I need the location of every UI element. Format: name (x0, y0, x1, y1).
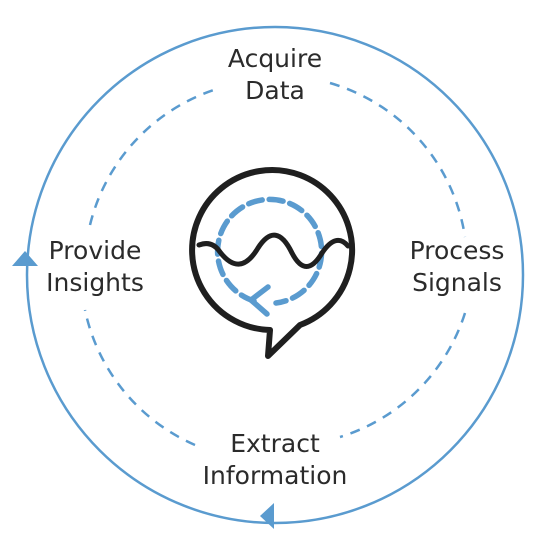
stage-label-line: Data (245, 76, 305, 105)
speech-bubble-waveform-cycle-icon (189, 167, 356, 359)
stage-label-line: Insights (46, 268, 144, 297)
inner-dashed-arc-bottom-left (83, 309, 196, 447)
stage-label-extract-information: Extract Information (160, 428, 390, 492)
stage-label-line: Provide (48, 236, 142, 265)
inner-dashed-cycle-arc (214, 196, 325, 306)
stage-label-acquire-data: Acquire Data (175, 43, 375, 107)
stage-label-line: Process (409, 236, 505, 265)
inner-cycle-arrowhead-icon (248, 284, 271, 317)
inner-dashed-arc-bottom-right (339, 312, 467, 439)
stage-label-provide-insights: Provide Insights (20, 235, 170, 299)
outer-cycle-ring (25, 25, 525, 525)
waveform-line (196, 232, 351, 269)
stage-label-process-signals: Process Signals (382, 235, 532, 299)
inner-dashed-arc-top-right (329, 81, 467, 238)
stage-label-line: Signals (412, 268, 502, 297)
up-arrowhead-icon (12, 251, 38, 266)
left-arrowhead-icon (260, 503, 274, 529)
stage-label-line: Information (202, 461, 348, 490)
stage-label-line: Acquire (227, 44, 323, 73)
stage-label-line: Extract (230, 429, 320, 458)
inner-dashed-arc-top-left (88, 86, 221, 226)
